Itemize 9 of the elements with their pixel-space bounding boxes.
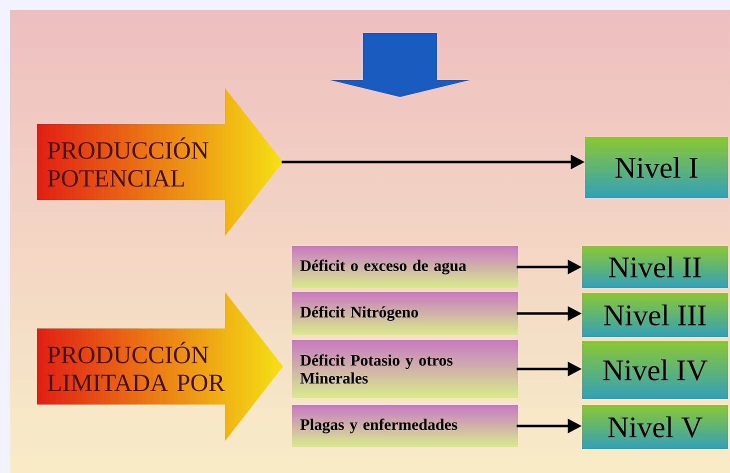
cause-box: Déficit Potasio y otros Minerales bbox=[292, 340, 518, 398]
level-box: Nivel II bbox=[582, 246, 728, 288]
cause-box: Déficit o exceso de agua bbox=[292, 246, 518, 288]
level-box: Nivel I bbox=[585, 137, 728, 198]
level-box: Nivel IV bbox=[582, 341, 728, 399]
level-box: Nivel III bbox=[582, 293, 728, 337]
level-box: Nivel V bbox=[582, 405, 728, 449]
cause-box: Plagas y enfermedades bbox=[292, 405, 518, 447]
cause-box: Déficit Nitrógeno bbox=[292, 292, 518, 335]
